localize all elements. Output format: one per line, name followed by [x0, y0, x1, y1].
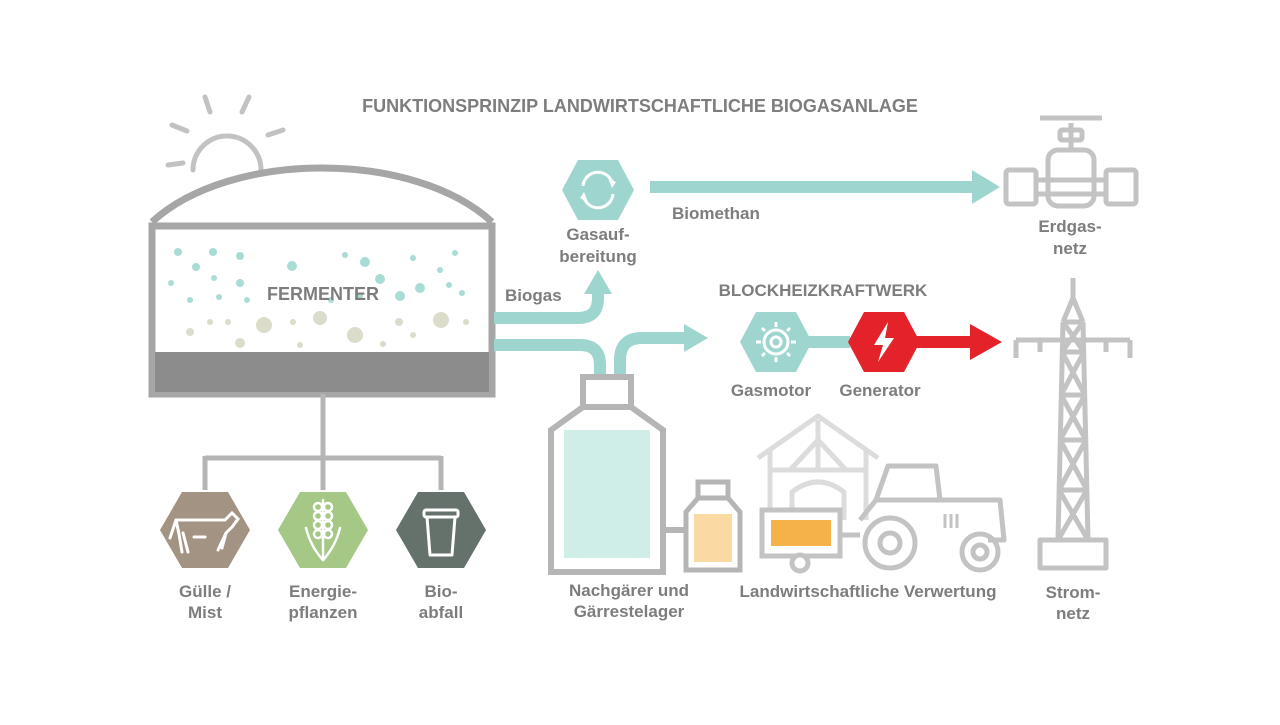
tractor-icon	[858, 463, 1007, 573]
input-energie-line2: pflanzen	[289, 603, 358, 622]
lightning-icon	[874, 322, 894, 362]
refresh-cycle-icon	[580, 170, 616, 210]
erdgasnetz-line1: Erdgas-	[1038, 217, 1101, 236]
generator: Generator	[839, 312, 921, 400]
trailer-icon	[759, 507, 860, 574]
gas-valve-icon	[1003, 115, 1139, 209]
stromnetz-line2: netz	[1056, 604, 1090, 623]
nachgaerer-line1: Nachgärer und	[569, 581, 689, 600]
biogas-label: Biogas	[505, 286, 562, 305]
power-pylon-icon	[1013, 278, 1133, 571]
bhkw-title: BLOCKHEIZKRAFTWERK	[719, 281, 928, 300]
gasaufbereitung-line2: bereitung	[559, 247, 636, 266]
input-gulle-line2: Mist	[188, 603, 222, 622]
input-bio-line1: Bio-	[424, 582, 457, 601]
sediment-particles	[186, 311, 469, 348]
feed-lines	[202, 394, 444, 490]
input-bio-line2: abfall	[419, 603, 463, 622]
teal-arrowheads	[584, 170, 1000, 352]
fermenter: FERMENTER	[148, 164, 496, 398]
erdgasnetz-line2: netz	[1053, 239, 1087, 258]
sun-icon	[165, 94, 286, 173]
gasmotor-label: Gasmotor	[731, 381, 812, 400]
input-energie-line1: Energie-	[289, 582, 357, 601]
generator-label: Generator	[839, 381, 921, 400]
corn-plant-icon	[304, 498, 342, 562]
gasmotor: Gasmotor	[731, 312, 812, 400]
nachgaerer-tank	[548, 374, 666, 575]
cow-icon	[168, 510, 240, 554]
input-energiepflanzen: Energie- pflanzen	[278, 492, 368, 622]
trash-bin-icon	[422, 508, 460, 557]
stromnetz-line1: Strom-	[1046, 583, 1101, 602]
garrest-small-tank	[663, 479, 743, 573]
nachgaerer-line2: Gärrestelager	[574, 602, 685, 621]
gas-bubbles	[168, 248, 465, 303]
input-bioabfall: Bio- abfall	[396, 492, 486, 622]
biomethan-label: Biomethan	[672, 204, 760, 223]
gasaufbereitung: Gasauf- bereitung	[559, 160, 637, 266]
diagram-title: FUNKTIONSPRINZIP LANDWIRTSCHAFTLICHE BIO…	[362, 96, 918, 116]
gear-icon	[756, 322, 796, 362]
input-gulle-line1: Gülle /	[179, 582, 231, 601]
verwertung-label: Landwirtschaftliche Verwertung	[740, 582, 997, 601]
fermenter-label: FERMENTER	[267, 284, 379, 304]
input-gulle: Gülle / Mist	[160, 492, 250, 622]
barn-icon	[756, 413, 880, 520]
gasaufbereitung-line1: Gasauf-	[566, 225, 629, 244]
